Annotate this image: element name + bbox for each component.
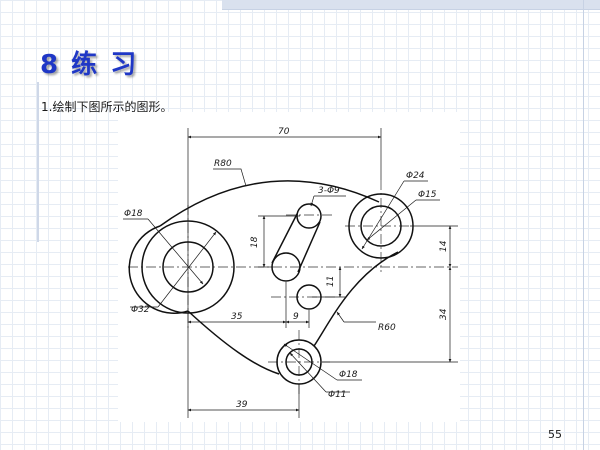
center-lines	[128, 180, 458, 395]
page-number: 55	[548, 428, 562, 441]
part-outline	[128, 180, 414, 385]
slot-edge-right	[297, 221, 321, 273]
leader-r60-arrow	[336, 311, 345, 323]
leader-phi32-arrow	[157, 231, 217, 308]
top-decor-band	[222, 0, 600, 10]
dim-34-label: 34	[439, 308, 449, 320]
right-margin-rule	[583, 0, 584, 450]
leader-bottom-phi11-arrow	[289, 352, 327, 393]
dim-3-phi9-label: 3-Φ9	[318, 186, 340, 196]
dimension-lines	[123, 128, 458, 418]
leader-bottom-phi18-arrow	[283, 343, 338, 381]
dim-9-label: 9	[293, 312, 299, 322]
dim-phi15-label: Φ15	[418, 190, 437, 200]
leader-3-phi9-arrow	[310, 195, 315, 207]
dim-bottom-phi11-label: Φ11	[328, 390, 347, 400]
dim-r60-label: R60	[378, 323, 396, 333]
slot-edge-left	[271, 213, 298, 264]
bottom-inner-circle	[285, 348, 313, 376]
leader-r80	[213, 168, 247, 187]
dim-70-label: 70	[278, 127, 290, 137]
leader-phi15-arrow	[366, 199, 417, 241]
dim-phi18-left-label: Φ18	[124, 209, 143, 219]
dim-r80-label: R80	[214, 159, 232, 169]
exercise-instruction: 1.绘制下图所示的图形。	[41, 100, 173, 114]
dimension-labels: 70 R80 3-Φ9 Φ24 Φ15 Φ18 Φ32 18 14 11 35 …	[124, 127, 449, 410]
dim-bottom-phi18-label: Φ18	[339, 370, 358, 380]
top-right-inner-circle	[360, 205, 402, 247]
left-boss-edge	[128, 225, 189, 314]
slot-top-hole	[296, 203, 322, 229]
left-margin-rule	[37, 82, 39, 242]
arc-r60	[313, 251, 399, 347]
leader-phi18-left-arrow	[147, 218, 204, 285]
outer-arc-r80	[159, 180, 380, 227]
dim-11-label: 11	[326, 276, 336, 287]
dim-14-label: 14	[439, 240, 449, 252]
dim-18-label: 18	[250, 236, 260, 248]
dim-phi32-label: Φ32	[131, 305, 150, 315]
slide-title: 8 练 习	[40, 50, 139, 80]
dim-35-label: 35	[231, 312, 243, 322]
dim-phi24-label: Φ24	[406, 171, 425, 181]
dim-39-label: 39	[236, 400, 248, 410]
